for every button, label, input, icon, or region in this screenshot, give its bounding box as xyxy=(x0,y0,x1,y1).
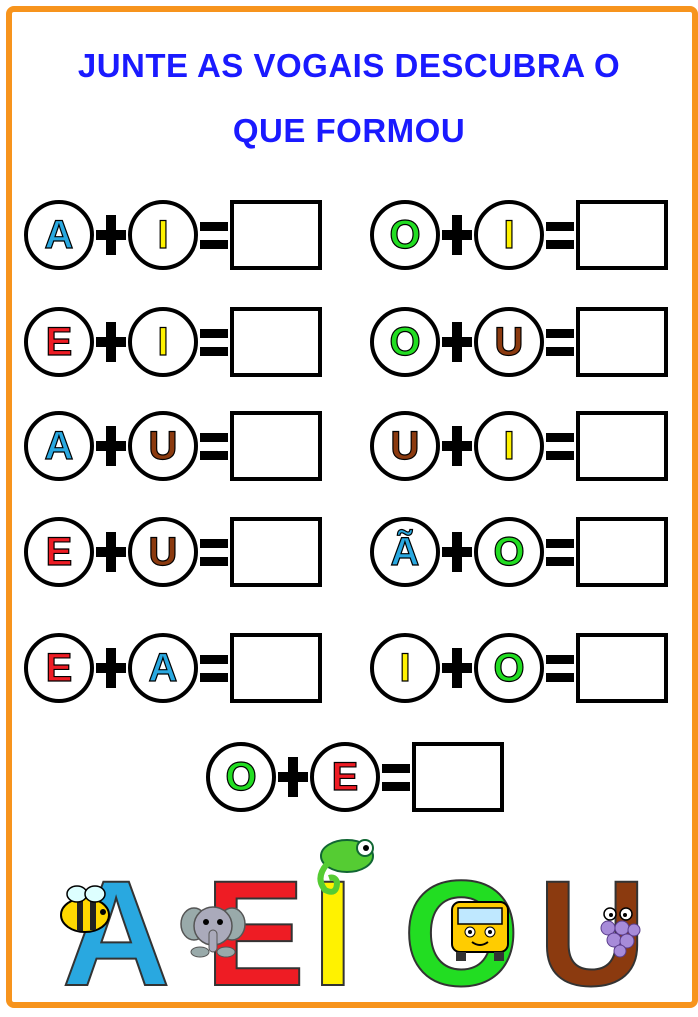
plus-sign xyxy=(96,320,126,364)
vowel-circle-right: E xyxy=(310,742,380,812)
big-letter-a: A xyxy=(61,849,171,1017)
vowel-left: O xyxy=(389,320,421,364)
equals-sign xyxy=(200,539,228,567)
equals-sign xyxy=(382,764,410,792)
vowel-circle-right: I xyxy=(128,307,198,377)
orange-border-frame xyxy=(6,6,698,1008)
plus-sign xyxy=(278,755,308,799)
vowel-right: I xyxy=(157,213,169,257)
plus-sign xyxy=(96,530,126,574)
vowel-circle-right: O xyxy=(474,633,544,703)
vowel-left: A xyxy=(44,213,74,257)
equals-sign xyxy=(546,329,574,357)
vowel-circle-left: O xyxy=(370,307,440,377)
vowel-circle-left: E xyxy=(24,307,94,377)
chameleon-icon xyxy=(317,839,374,895)
vowel-right: U xyxy=(148,530,178,574)
equals-sign xyxy=(200,222,228,250)
equals-sign xyxy=(200,433,228,461)
title-line-1: JUNTE AS VOGAIS DESCUBRA O xyxy=(77,47,621,84)
vowel-left: E xyxy=(45,646,73,690)
school-bus-icon xyxy=(451,901,509,961)
vowel-left: Ã xyxy=(390,530,420,574)
plus-sign xyxy=(96,646,126,690)
equals-sign xyxy=(200,655,228,683)
elephant-icon xyxy=(180,906,246,958)
equals-sign xyxy=(200,329,228,357)
vowel-circle-right: A xyxy=(128,633,198,703)
answer-box[interactable] xyxy=(230,307,322,377)
plus-sign xyxy=(442,424,472,468)
vowel-right: O xyxy=(493,646,525,690)
title-line-2: QUE FORMOU xyxy=(232,112,466,149)
answer-box[interactable] xyxy=(230,633,322,703)
plus-sign xyxy=(442,213,472,257)
vowel-right: U xyxy=(148,424,178,468)
equals-sign xyxy=(546,433,574,461)
equals-sign xyxy=(546,539,574,567)
answer-box[interactable] xyxy=(576,633,668,703)
bee-icon xyxy=(60,885,110,933)
vowel-left: E xyxy=(45,320,73,364)
vowel-circle-right: I xyxy=(474,200,544,270)
answer-box[interactable] xyxy=(576,517,668,587)
vowel-circle-left: O xyxy=(370,200,440,270)
equals-sign xyxy=(546,222,574,250)
answer-box[interactable] xyxy=(230,411,322,481)
vowel-left: E xyxy=(45,530,73,574)
vowel-left: I xyxy=(399,646,411,690)
vowel-circle-left: Ã xyxy=(370,517,440,587)
vowel-left: U xyxy=(390,424,420,468)
vowel-right: I xyxy=(157,320,169,364)
answer-box[interactable] xyxy=(230,200,322,270)
vowel-circle-right: I xyxy=(474,411,544,481)
vowel-left: A xyxy=(44,424,74,468)
plus-sign xyxy=(96,424,126,468)
answer-box[interactable] xyxy=(576,307,668,377)
grapes-icon xyxy=(600,907,641,958)
vowel-circle-left: O xyxy=(206,742,276,812)
vowel-right: I xyxy=(503,213,515,257)
vowel-right: E xyxy=(331,755,359,799)
plus-sign xyxy=(96,213,126,257)
answer-box[interactable] xyxy=(230,517,322,587)
vowel-circle-right: I xyxy=(128,200,198,270)
vowel-left: O xyxy=(389,213,421,257)
vowel-circle-left: A xyxy=(24,411,94,481)
plus-sign xyxy=(442,530,472,574)
equals-sign xyxy=(546,655,574,683)
vowel-circle-left: A xyxy=(24,200,94,270)
vowel-circle-left: E xyxy=(24,633,94,703)
vowel-circle-right: U xyxy=(474,307,544,377)
vowel-right: O xyxy=(493,530,525,574)
vowel-right: A xyxy=(148,646,178,690)
answer-box[interactable] xyxy=(412,742,504,812)
vowel-circle-left: I xyxy=(370,633,440,703)
vowel-right: I xyxy=(503,424,515,468)
plus-sign xyxy=(442,320,472,364)
answer-box[interactable] xyxy=(576,200,668,270)
vowel-circle-right: U xyxy=(128,517,198,587)
vowel-circle-right: U xyxy=(128,411,198,481)
vowel-circle-right: O xyxy=(474,517,544,587)
vowel-left: O xyxy=(225,755,257,799)
vowel-circle-left: U xyxy=(370,411,440,481)
plus-sign xyxy=(442,646,472,690)
vowel-circle-left: E xyxy=(24,517,94,587)
vowel-right: U xyxy=(494,320,524,364)
answer-box[interactable] xyxy=(576,411,668,481)
